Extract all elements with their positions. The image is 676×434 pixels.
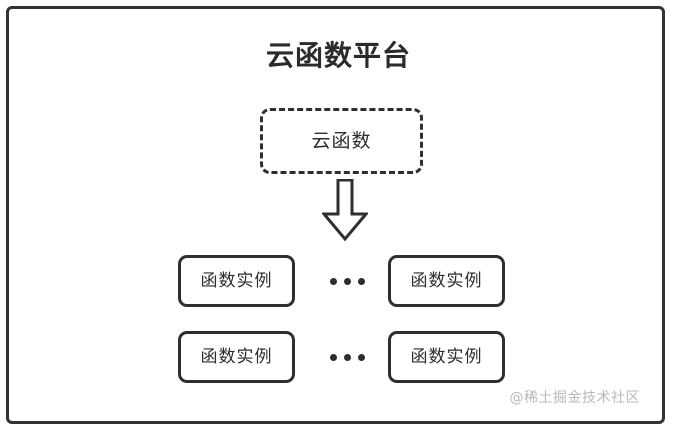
function-instance-box: 函数实例 (388, 331, 505, 383)
function-instance-box: 函数实例 (178, 331, 295, 383)
down-arrow-icon (320, 178, 370, 242)
ellipsis-dot (343, 353, 351, 361)
cloud-function-node: 云函数 (260, 108, 423, 174)
instance-row: 函数实例 函数实例 (9, 255, 668, 307)
ellipsis-dot (357, 277, 365, 285)
function-instance-label: 函数实例 (410, 347, 483, 367)
ellipsis-icon (319, 331, 375, 383)
function-instance-label: 函数实例 (200, 271, 273, 291)
ellipsis-dot (329, 353, 337, 361)
watermark: @稀土掘金技术社区 (509, 390, 640, 406)
page-title: 云函数平台 (265, 39, 411, 72)
function-instance-label: 函数实例 (200, 347, 273, 367)
ellipsis-dot (329, 277, 337, 285)
function-instance-box: 函数实例 (388, 255, 505, 307)
ellipsis-dot (357, 353, 365, 361)
ellipsis-dot (343, 277, 351, 285)
instance-row: 函数实例 函数实例 (9, 331, 668, 383)
cloud-function-platform-container: 云函数平台 云函数 函数实例 函数实例 函数实例 (6, 6, 665, 424)
function-instance-box: 函数实例 (178, 255, 295, 307)
cloud-function-label: 云函数 (311, 130, 372, 152)
ellipsis-icon (319, 255, 375, 307)
function-instance-label: 函数实例 (410, 271, 483, 291)
